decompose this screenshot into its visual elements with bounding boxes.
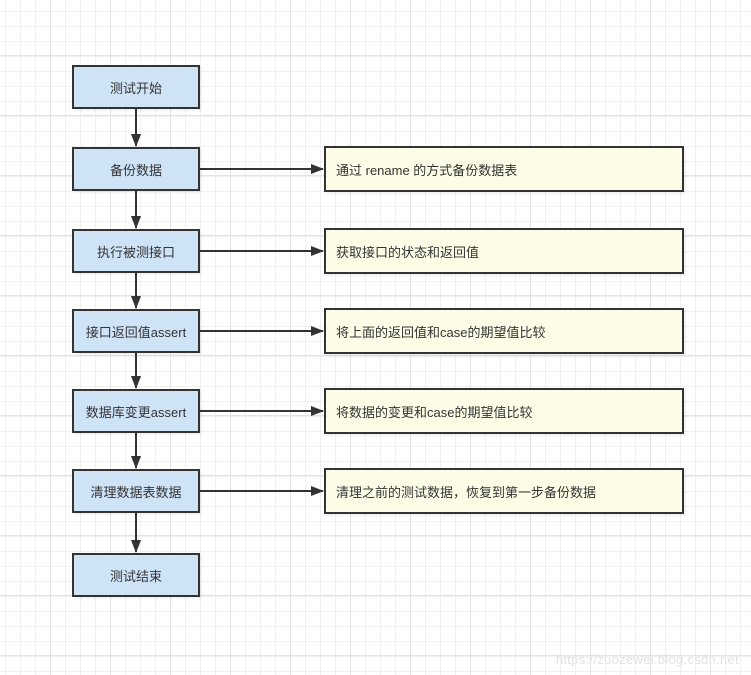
flow-node-test-start: 测试开始: [72, 65, 200, 109]
flow-node-clean-table-data: 清理数据表数据: [72, 469, 200, 513]
flow-note-backup-method: 通过 rename 的方式备份数据表: [324, 146, 684, 192]
flow-note-restore-data: 清理之前的测试数据，恢复到第一步备份数据: [324, 468, 684, 514]
flow-node-db-change-assert: 数据库变更assert: [72, 389, 200, 433]
flow-note-compare-response: 将上面的返回值和case的期望值比较: [324, 308, 684, 354]
flow-note-compare-db-change: 将数据的变更和case的期望值比较: [324, 388, 684, 434]
flow-node-response-assert: 接口返回值assert: [72, 309, 200, 353]
watermark-url: https://zuozewei.blog.csdn.net: [555, 652, 739, 667]
flow-node-backup-data: 备份数据: [72, 147, 200, 191]
flow-note-get-status: 获取接口的状态和返回值: [324, 228, 684, 274]
flow-node-test-end: 测试结束: [72, 553, 200, 597]
flow-node-execute-interface: 执行被测接口: [72, 229, 200, 273]
